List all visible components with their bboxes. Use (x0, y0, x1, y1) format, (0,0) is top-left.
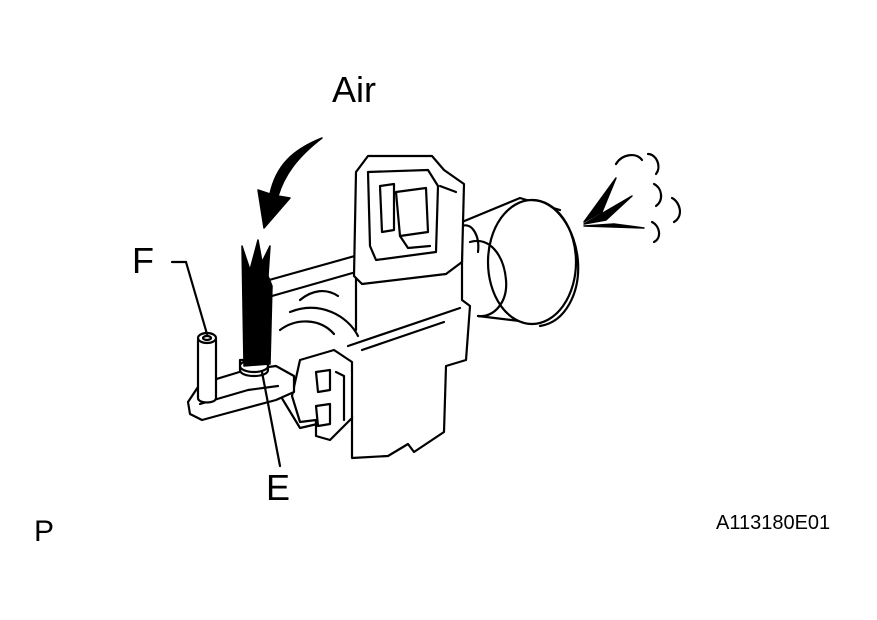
solenoid-coil (460, 196, 580, 328)
leader-line-f-diag (184, 260, 209, 336)
air-flow-arrow (257, 137, 323, 229)
port-f-label: F (132, 240, 154, 281)
connector-housing (352, 154, 466, 286)
port-e-label: E (266, 467, 291, 508)
side-clip (290, 348, 354, 442)
figure-code-label: A113180E01 (716, 512, 831, 534)
exhaust-spray (583, 152, 681, 244)
port-f-nipple (196, 331, 218, 404)
leader-line-e (260, 370, 282, 468)
mark-label: P (34, 515, 55, 548)
air-plume-brush (241, 239, 273, 367)
air-label: Air (332, 69, 376, 110)
